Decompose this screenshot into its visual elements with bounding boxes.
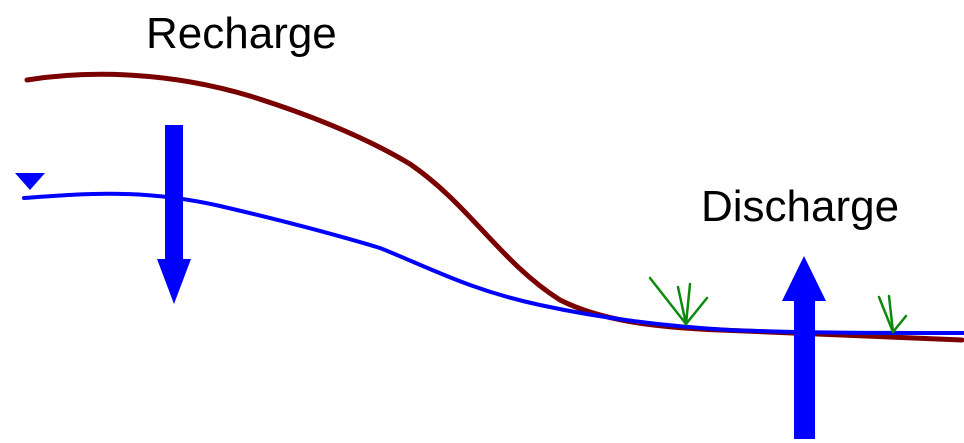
recharge-arrow-icon — [157, 125, 191, 304]
discharge-arrow-icon — [782, 256, 826, 439]
grass-tuft-icon — [877, 294, 908, 334]
grass-tuft-icon — [648, 276, 709, 326]
water-table-marker-icon — [15, 173, 45, 190]
water-table-line — [22, 191, 964, 335]
discharge-label: Discharge — [701, 182, 899, 231]
recharge-label: Recharge — [146, 9, 337, 58]
